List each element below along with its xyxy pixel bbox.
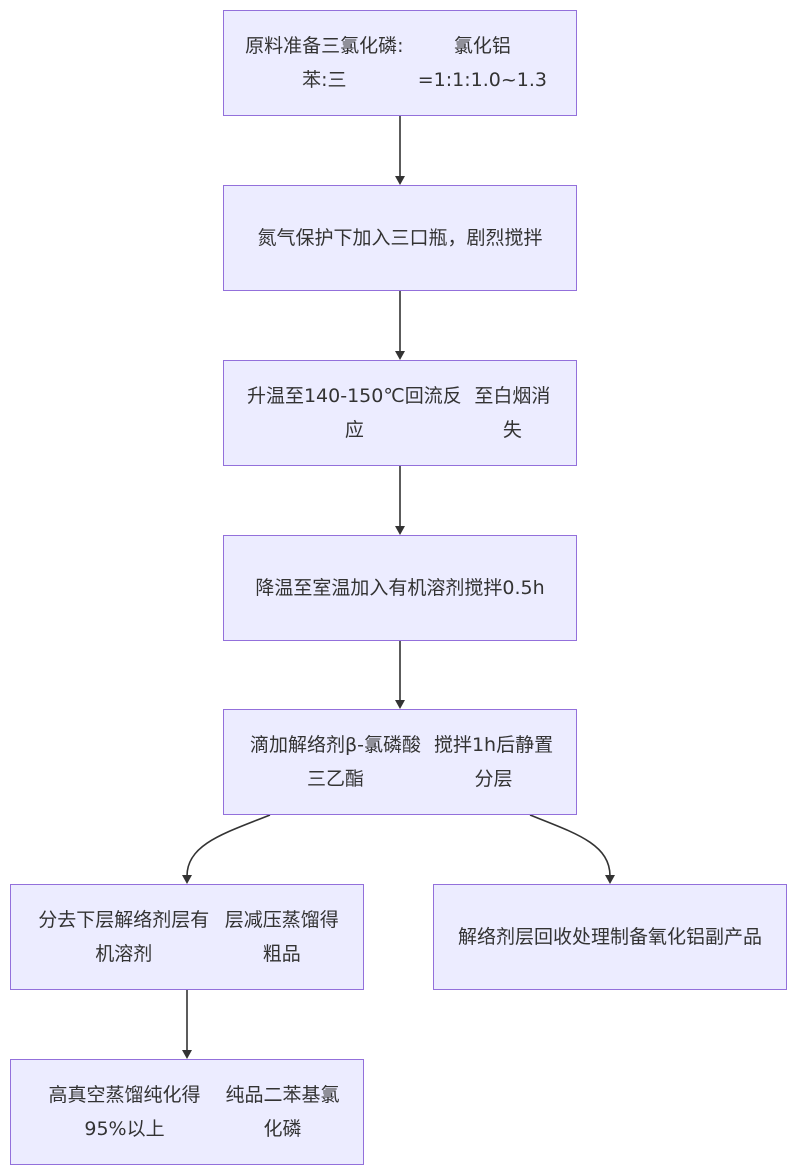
step-cool-add-solvent-line2: 拌0.5h [483, 577, 545, 599]
arrowhead-n6-n8 [182, 1050, 192, 1059]
step-separate-distill-crude: 分去下层解络剂层有机溶剂 层减压蒸馏得粗品 [10, 884, 364, 990]
step-vacuum-distill-pure-line1: 高真空蒸馏纯化得95%以上 [48, 1084, 201, 1140]
step-nitrogen-stirring-line2: 烈搅拌 [485, 227, 543, 249]
step-recover-alumina-byproduct-line1: 解络剂层回收处理制备氧化 [457, 926, 686, 948]
arrowhead-n5-n6 [182, 875, 192, 884]
step-nitrogen-stirring-line1: 氮气保护下加入三口瓶，剧 [257, 227, 486, 249]
step-cool-add-solvent-line1: 降温至室温加入有机溶剂搅 [255, 577, 484, 599]
step-vacuum-distill-pure: 高真空蒸馏纯化得95%以上 纯品二苯基氯化磷 [10, 1059, 364, 1165]
edge-group [182, 116, 615, 1059]
step-heat-reflux: 升温至140-150℃回流反应 至白烟消失 [223, 360, 577, 466]
step-heat-reflux-line1: 升温至140-150℃回流反应 [246, 385, 462, 441]
step-vacuum-distill-pure-line2: 纯品二苯基氯化磷 [225, 1084, 340, 1140]
arrowhead-n3-n4 [395, 526, 405, 535]
step-separate-distill-crude-line2: 层减压蒸馏得粗品 [224, 909, 339, 965]
step-add-decomplexing-agent-line1: 滴加解络剂β-氯磷酸三乙酯 [250, 734, 422, 790]
step-add-decomplexing-agent: 滴加解络剂β-氯磷酸三乙酯 搅拌1h后静置分层 [223, 709, 577, 815]
arrowhead-n2-n3 [395, 351, 405, 360]
step-nitrogen-stirring: 氮气保护下加入三口瓶，剧 烈搅拌 [223, 185, 577, 291]
step-raw-material-prep-line2: 氯化铝=1:1:1.0~1.3 [417, 35, 547, 91]
step-recover-alumina-byproduct: 解络剂层回收处理制备氧化 铝副产品 [433, 884, 787, 990]
arrowhead-n1-n2 [395, 176, 405, 185]
edge-n5-n6 [186, 814, 271, 877]
arrowhead-n5-n7 [605, 875, 615, 884]
step-cool-add-solvent: 降温至室温加入有机溶剂搅 拌0.5h [223, 535, 577, 641]
edge-n5-n7 [529, 814, 611, 877]
step-raw-material-prep-line1: 原料准备三氯化磷:苯:三 [245, 35, 404, 91]
arrowhead-n4-n5 [395, 700, 405, 709]
step-separate-distill-crude-line1: 分去下层解络剂层有机溶剂 [38, 909, 210, 965]
step-add-decomplexing-agent-line2: 搅拌1h后静置分层 [433, 734, 554, 790]
step-heat-reflux-line2: 至白烟消失 [474, 385, 551, 441]
step-raw-material-prep: 原料准备三氯化磷:苯:三 氯化铝=1:1:1.0~1.3 [223, 10, 577, 116]
step-recover-alumina-byproduct-line2: 铝副产品 [686, 926, 763, 948]
